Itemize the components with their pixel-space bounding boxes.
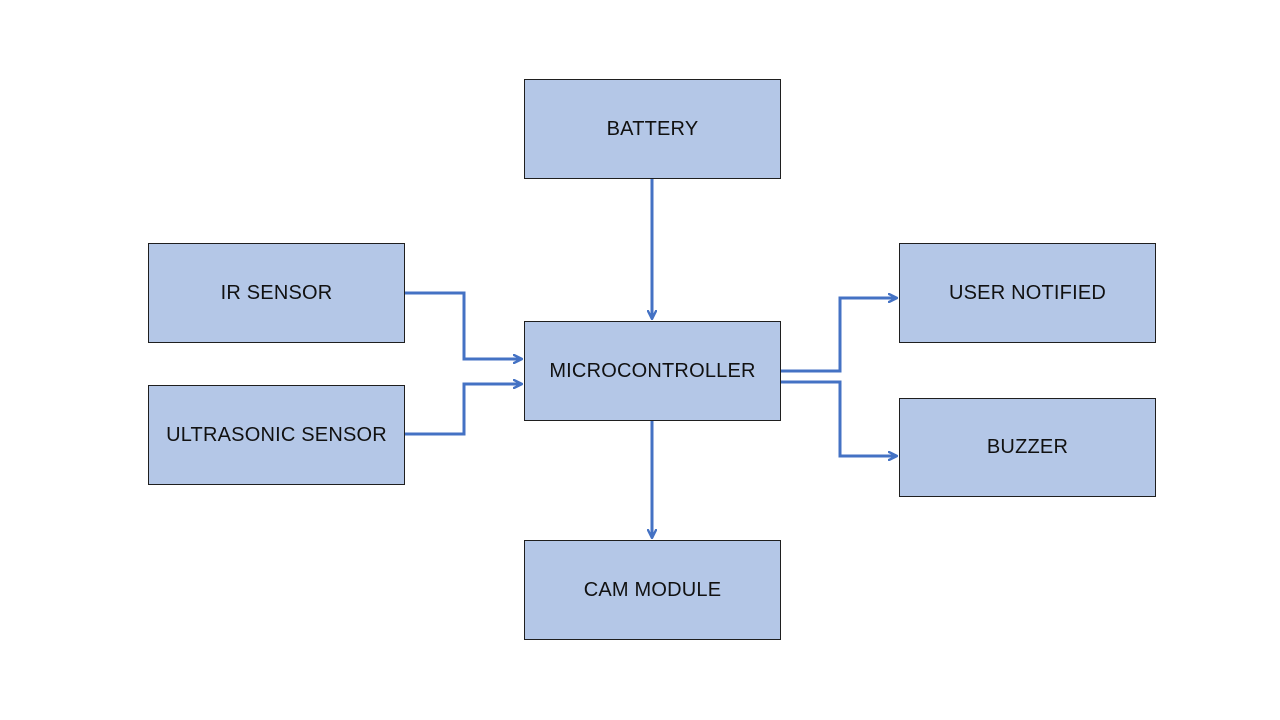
ultrasonic-sensor-label: ULTRASONIC SENSOR: [166, 423, 387, 446]
ultrasonic-sensor-block: ULTRASONIC SENSOR: [148, 385, 405, 485]
ir-sensor-label: IR SENSOR: [220, 281, 333, 304]
microcontroller-block: MICROCONTROLLER: [524, 321, 781, 421]
user-notified-block: USER NOTIFIED: [899, 243, 1156, 343]
arrow-ultrasonic-sensor-to-microcontroller: [405, 384, 522, 436]
arrow-ir-sensor-to-microcontroller: [405, 291, 522, 359]
buzzer-block: BUZZER: [899, 398, 1156, 497]
user-notified-label: USER NOTIFIED: [948, 281, 1107, 304]
arrow-microcontroller-to-user-notified: [781, 298, 897, 373]
buzzer-label: BUZZER: [986, 436, 1069, 458]
battery-block: BATTERY: [524, 79, 781, 179]
ir-sensor-block: IR SENSOR: [148, 243, 405, 343]
cam-module-block: CAM MODULE: [524, 540, 781, 640]
cam-module-label: CAM MODULE: [583, 578, 722, 601]
arrow-microcontroller-to-buzzer: [781, 380, 897, 456]
battery-label: BATTERY: [606, 117, 699, 140]
microcontroller-label: MICROCONTROLLER: [549, 359, 756, 382]
